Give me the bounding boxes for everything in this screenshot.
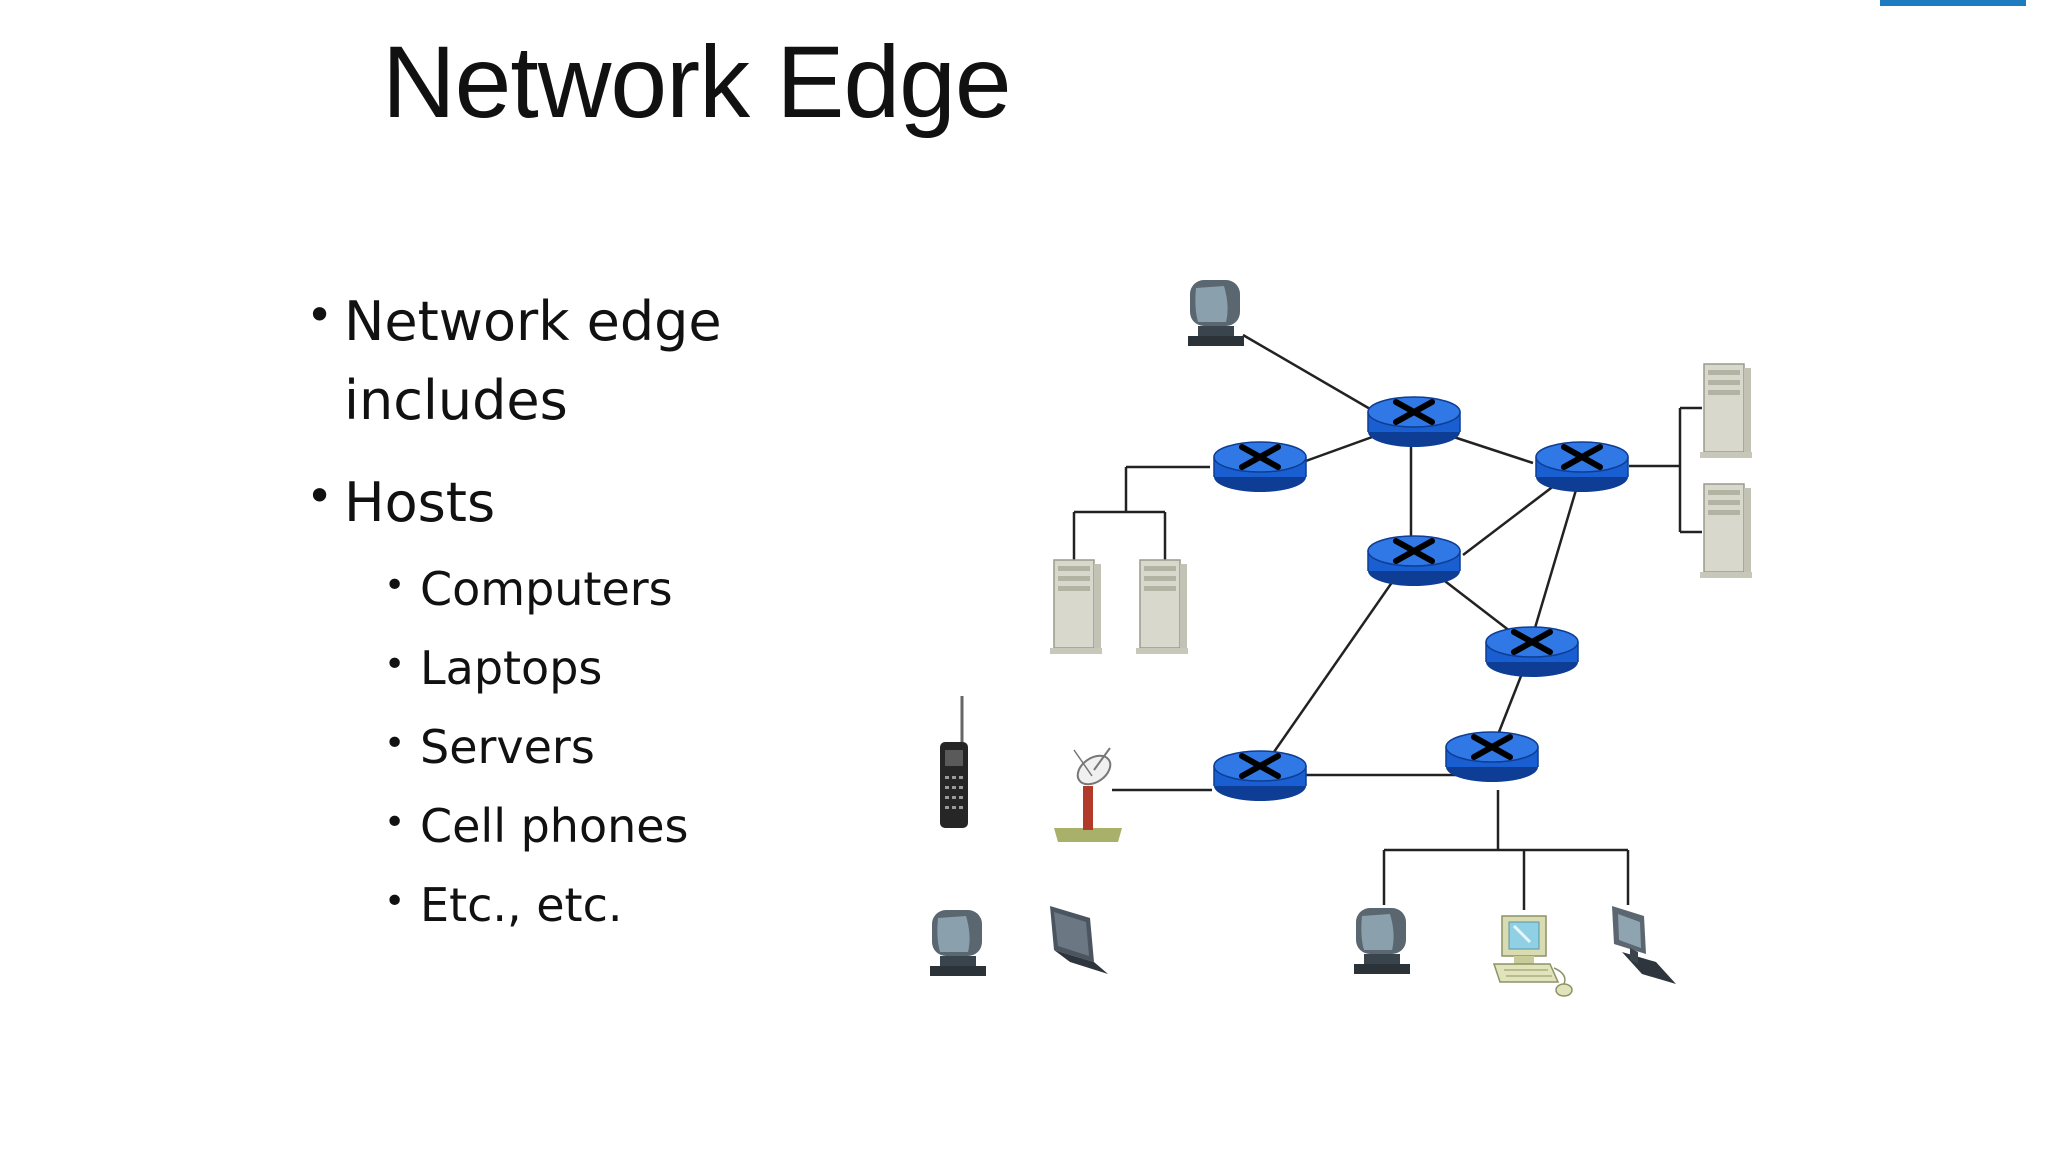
sub-bullet-etc: Etc., etc.	[344, 862, 860, 945]
sub-bullet-laptops: Laptops	[344, 625, 860, 708]
desktop-computer-icon	[930, 910, 986, 976]
server-icon	[1699, 363, 1753, 459]
router-icon	[1368, 536, 1460, 586]
router-icon	[1214, 442, 1306, 492]
sub-bullet-servers: Servers	[344, 704, 860, 787]
bullet-network-edge: Network edge includes	[300, 276, 860, 440]
bullet-hosts: Hosts Computers Laptops Servers Cell pho…	[300, 457, 860, 945]
bullet-list: Network edge includes Hosts Computers La…	[300, 276, 860, 968]
server-icon	[1699, 483, 1753, 579]
slide-title: Network Edge	[382, 25, 1012, 139]
router-icon	[1368, 397, 1460, 447]
router-icon	[1536, 442, 1628, 492]
sub-bullet-computers: Computers	[344, 546, 860, 629]
laptop-icon	[1050, 906, 1108, 974]
desktop-computer-icon	[1188, 280, 1244, 346]
bullet-text: Network edge includes	[344, 290, 722, 432]
sub-bullet-cell-phones: Cell phones	[344, 783, 860, 866]
router-icon	[1446, 732, 1538, 782]
satellite-dish-icon	[1053, 747, 1123, 843]
server-icon	[1049, 559, 1103, 655]
workstation-icon	[1492, 914, 1574, 998]
desktop-computer-icon	[1354, 908, 1410, 974]
bullet-text: Hosts	[344, 471, 496, 534]
server-icon	[1135, 559, 1189, 655]
cell-phone-icon	[938, 694, 970, 830]
sub-bullet-list: Computers Laptops Servers Cell phones Et…	[344, 546, 860, 945]
router-icon	[1486, 627, 1578, 677]
top-accent-bar	[1880, 0, 2026, 6]
desktop-computer-icon	[1612, 906, 1676, 984]
router-icon	[1214, 751, 1306, 801]
